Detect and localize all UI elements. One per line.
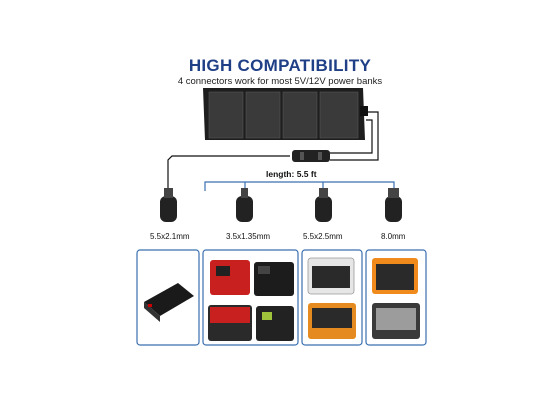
connector-label: 5.5x2.1mm xyxy=(150,232,190,241)
connector-label: 8.0mm xyxy=(381,232,406,241)
connector-plug xyxy=(236,188,253,222)
power-station-image xyxy=(208,260,294,341)
connector-plug xyxy=(315,188,332,222)
mc4-connector xyxy=(292,150,330,162)
device-box xyxy=(301,249,363,346)
connector-plug xyxy=(160,188,177,222)
length-bracket xyxy=(204,181,395,191)
device-box xyxy=(136,249,200,346)
connector-label: 5.5x2.5mm xyxy=(303,232,343,241)
power-station-image xyxy=(372,258,420,339)
solar-panel xyxy=(203,88,368,140)
cable xyxy=(167,111,379,190)
connector-label: 3.5x1.35mm xyxy=(226,232,271,241)
cable-length-label: length: 5.5 ft xyxy=(266,169,317,179)
power-station-image xyxy=(307,257,356,339)
page-subtitle: 4 connectors work for most 5V/12V power … xyxy=(177,76,383,87)
power-bank-image xyxy=(144,283,194,322)
page-title: HIGH COMPATIBILITY xyxy=(188,56,372,75)
connector-plug xyxy=(385,188,402,222)
device-box xyxy=(202,249,299,346)
device-box xyxy=(365,249,427,346)
